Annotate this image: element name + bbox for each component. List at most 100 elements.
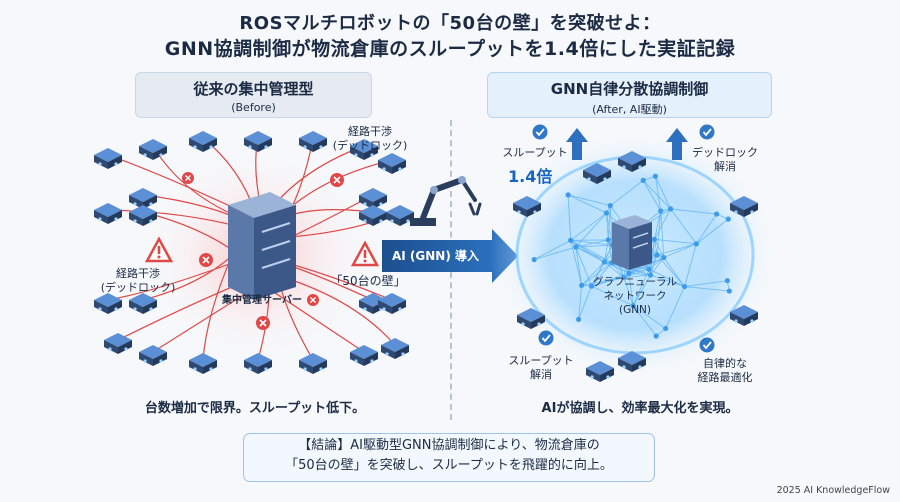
network-node — [621, 274, 627, 281]
robots-after — [513, 151, 758, 382]
network-edge — [570, 239, 613, 246]
network-node — [653, 333, 659, 339]
robot-icon — [94, 203, 122, 224]
network-node — [663, 325, 669, 332]
network-node — [565, 192, 571, 198]
network-edge — [648, 268, 685, 287]
network-edge — [581, 262, 613, 286]
robot-icon — [730, 305, 758, 326]
network-edge — [570, 212, 607, 241]
network-edge — [575, 246, 605, 263]
robot-icon — [350, 345, 378, 366]
robot-icon — [129, 293, 157, 314]
gnn-server-icon — [612, 215, 652, 270]
network-node — [626, 270, 632, 276]
interference-label-left: 経路干渉 (デッドロック) — [100, 267, 176, 294]
network-edge — [684, 280, 728, 288]
conflict-x-icon — [307, 294, 319, 306]
network-edge — [663, 257, 685, 287]
before-caption: 台数増加で限界。スループット低下。 — [144, 401, 366, 416]
central-server-icon — [228, 192, 296, 300]
robot-icon — [94, 148, 122, 169]
network-edge — [581, 261, 605, 286]
robot-icon — [730, 196, 758, 217]
after-heading: GNN自律分散協調制御 — [550, 80, 709, 98]
after-subheading: (After, AI駆動) — [592, 103, 667, 116]
network-edge — [654, 238, 697, 245]
network-node — [601, 259, 607, 265]
network-node — [579, 282, 585, 288]
network-edge — [660, 210, 665, 258]
network-node — [713, 211, 720, 217]
network-edge — [609, 180, 644, 206]
robot-icon — [139, 139, 167, 160]
interference-label-top: 経路干渉 (デッドロック) — [332, 125, 408, 152]
network-edge — [578, 285, 583, 320]
network-node — [654, 252, 660, 258]
network-edge — [606, 212, 609, 240]
network-node — [630, 303, 636, 309]
robot-icon — [139, 345, 167, 366]
network-node — [724, 278, 730, 284]
network-edge — [670, 208, 697, 245]
network-edge — [607, 239, 613, 263]
network-node — [667, 206, 674, 212]
network-edge — [684, 286, 730, 292]
title-line-1: ROSマルチロボットの「50台の壁」を突破せよ： — [239, 13, 661, 34]
transition-label: AI (GNN) 導入 — [392, 249, 480, 263]
gnn-label: グラフニューラル ネットワーク (GNN) — [593, 276, 677, 316]
network-node — [651, 236, 658, 242]
network-edge — [591, 262, 613, 287]
conclusion-box: 【結論】AI駆動型GNN協調制御により、物流倉庫の 「50台の壁」を突破し、スル… — [243, 433, 655, 482]
throughput-label: スループット — [502, 146, 568, 159]
conflict-x-icon — [330, 173, 344, 187]
robot-icon — [586, 361, 614, 382]
wall-label: 「50台の壁」 — [330, 274, 406, 288]
network-node — [725, 216, 731, 222]
network-edge — [632, 305, 666, 329]
after-caption: AIが協調し、効率最大化を実現。 — [541, 401, 739, 416]
check-icon — [538, 330, 554, 346]
network-edge — [642, 180, 671, 210]
network-edge — [696, 218, 729, 245]
network-edge — [650, 257, 665, 276]
network-node — [652, 173, 658, 179]
network-edge — [663, 243, 697, 258]
robot-icon — [381, 338, 409, 359]
network-node — [575, 316, 582, 323]
network-node — [640, 177, 646, 183]
robot-icon — [350, 139, 378, 160]
network-node — [568, 237, 574, 243]
transition-arrow — [382, 229, 518, 283]
conflict-x-icon — [199, 253, 213, 267]
network-edge — [632, 274, 651, 306]
robot-icon — [104, 333, 132, 354]
bottleneck-label: スループット 解消 — [508, 354, 574, 381]
robot-icon — [618, 351, 646, 372]
robot-icon — [189, 131, 217, 152]
network-node — [531, 256, 537, 263]
conflict-x-icons — [182, 172, 344, 330]
network-edge — [607, 205, 611, 240]
network-edge — [642, 180, 662, 212]
network-node — [573, 244, 579, 250]
network-edge — [632, 305, 657, 337]
robot-icon — [129, 188, 157, 209]
network-edge — [656, 210, 662, 256]
network-edge — [567, 194, 572, 241]
network-node — [693, 241, 699, 247]
network-node — [726, 288, 732, 294]
robot-icon — [244, 131, 272, 152]
before-heading: 従来の集中管理型 — [193, 80, 314, 98]
robot-icon — [378, 153, 406, 174]
network-edge — [650, 274, 685, 288]
robots-before — [94, 131, 414, 374]
credit-text: 2025 AI KnowledgeFlow — [776, 485, 890, 496]
before-header: 従来の集中管理型 (Before) — [135, 72, 372, 118]
network-edge — [603, 239, 609, 263]
network-edge — [684, 243, 697, 287]
check-icon — [699, 337, 715, 353]
throughput-up-arrow-icon — [566, 128, 588, 160]
conclusion-line-2: 「50台の壁」を突破し、スループットを飛躍的に向上。 — [285, 458, 613, 473]
server-label: 集中管理サーバー — [222, 295, 302, 306]
